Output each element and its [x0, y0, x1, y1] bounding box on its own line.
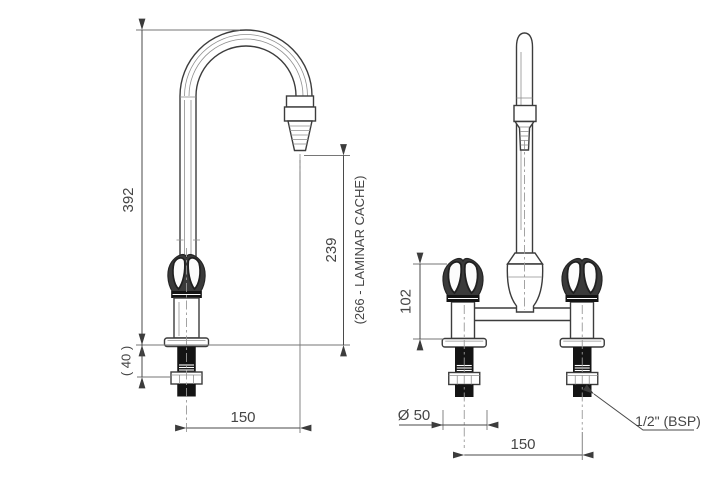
dim-base-diameter: Ø 50: [398, 407, 499, 430]
dim-392-label: 392: [120, 187, 137, 212]
front-view: 102 Ø 50 150 1/2" (BSP): [398, 32, 701, 460]
dim-150-centres-label: 150: [510, 436, 535, 453]
left-pillar: [450, 301, 476, 340]
bridge-body: [450, 252, 595, 340]
dim-239-label: 239: [323, 237, 340, 262]
spout-base-barrel: [506, 263, 544, 313]
dim-inlet-centres: 150: [452, 432, 594, 460]
front-spout-tube: [513, 32, 537, 256]
dim-102-label: 102: [398, 289, 415, 314]
dim-deck-thickness: ( 40 ): [119, 333, 172, 389]
thread-callout: 1/2" (BSP): [582, 384, 701, 431]
dim-spout-reach: 150: [175, 160, 312, 433]
outlet-nozzle: [283, 95, 317, 180]
gooseneck-spout: [176, 29, 313, 257]
dim-body-height: 102: [398, 252, 447, 351]
dim-laminar-label: (266 - LAMINAR CACHE): [352, 176, 367, 325]
front-right-handle: [561, 257, 603, 303]
thread-bsp-label: 1/2" (BSP): [635, 413, 701, 429]
dim-dia50-label: Ø 50: [398, 407, 431, 424]
dim-150-reach-label: 150: [230, 409, 255, 426]
dim-40-label: ( 40 ): [119, 346, 134, 376]
dim-overall-height: 392: [120, 18, 350, 357]
front-left-handle: [442, 257, 484, 303]
dim-outlet-height: 239 (266 - LAMINAR CACHE): [304, 144, 367, 357]
side-view: 392 ( 40 ) 150 239 (266 - LAMINAR CACHE): [119, 18, 367, 433]
